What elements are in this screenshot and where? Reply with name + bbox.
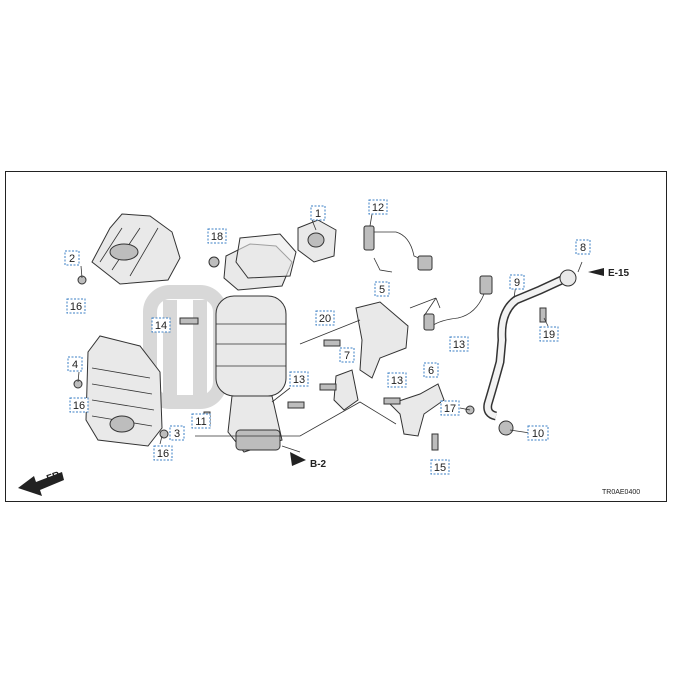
callout-label: 13 [453, 339, 465, 351]
callout-13c: 13 [387, 372, 407, 388]
callout-20: 20 [315, 310, 335, 326]
callout-11: 11 [191, 413, 211, 429]
part-bracket-7 [333, 369, 359, 411]
callout-label: 17 [444, 403, 456, 415]
fasteners [73, 256, 547, 451]
callout-1: 1 [310, 205, 326, 221]
part-upper-heat-shield [91, 213, 181, 285]
callout-label: 9 [514, 277, 520, 289]
callout-10: 10 [527, 425, 549, 441]
callout-8: 8 [575, 239, 591, 255]
callout-label: 6 [428, 365, 434, 377]
callout-label: 2 [69, 253, 75, 265]
part-sensor-harness [423, 275, 493, 331]
callout-13a: 13 [449, 336, 469, 352]
callout-label: 20 [319, 313, 331, 325]
callout-14: 14 [151, 317, 171, 333]
callout-label: 14 [155, 320, 167, 332]
callout-label: 16 [73, 400, 85, 412]
front-label: FR. [45, 469, 64, 485]
callout-16c: 16 [153, 445, 173, 461]
callout-12: 12 [368, 199, 388, 215]
part-bracket-5 [355, 301, 409, 379]
front-direction-arrow: FR. [18, 469, 64, 496]
part-oxygen-sensor [363, 225, 433, 271]
callout-label: 8 [580, 242, 586, 254]
callout-5: 5 [374, 281, 390, 297]
callout-13b: 13 [289, 371, 309, 387]
callout-label: 5 [379, 284, 385, 296]
callout-label: 13 [293, 374, 305, 386]
callout-16b: 16 [69, 397, 89, 413]
callout-18: 18 [207, 228, 227, 244]
reference-b2: B-2 [290, 452, 327, 470]
callout-label: 13 [391, 375, 403, 387]
part-gasket [297, 219, 337, 263]
callout-label: 1 [315, 208, 321, 220]
callout-label: 18 [211, 231, 223, 243]
part-lower-heat-shield [85, 335, 163, 447]
callout-label: 15 [434, 462, 446, 474]
callout-label: 7 [344, 350, 350, 362]
callout-label: 16 [70, 301, 82, 313]
callout-label: 11 [195, 416, 206, 428]
callout-label: 4 [72, 359, 78, 371]
reference-e15: E-15 [588, 268, 630, 279]
callout-15: 15 [430, 459, 450, 475]
part-pipe [483, 269, 577, 436]
callout-label: 10 [532, 428, 544, 440]
callout-19: 19 [539, 326, 559, 342]
drawing-code: TR0AE0400 [602, 489, 640, 496]
callout-16a: 16 [66, 298, 86, 314]
callout-label: 3 [174, 428, 180, 440]
callout-label: 19 [543, 329, 555, 341]
callout-9: 9 [509, 274, 525, 290]
callout-17: 17 [440, 400, 460, 416]
reference-b2-label: B-2 [310, 459, 327, 470]
callout-7: 7 [339, 347, 355, 363]
callout-2: 2 [64, 250, 80, 266]
callout-6: 6 [423, 362, 439, 378]
part-manifold-gasket [235, 233, 297, 279]
callout-label: 16 [157, 448, 169, 460]
leader-lines [77, 213, 583, 453]
part-bracket-6 [389, 383, 445, 437]
callout-label: 12 [372, 202, 384, 214]
reference-e15-label: E-15 [608, 268, 630, 279]
callout-4: 4 [67, 356, 83, 372]
callout-3: 3 [169, 425, 185, 441]
